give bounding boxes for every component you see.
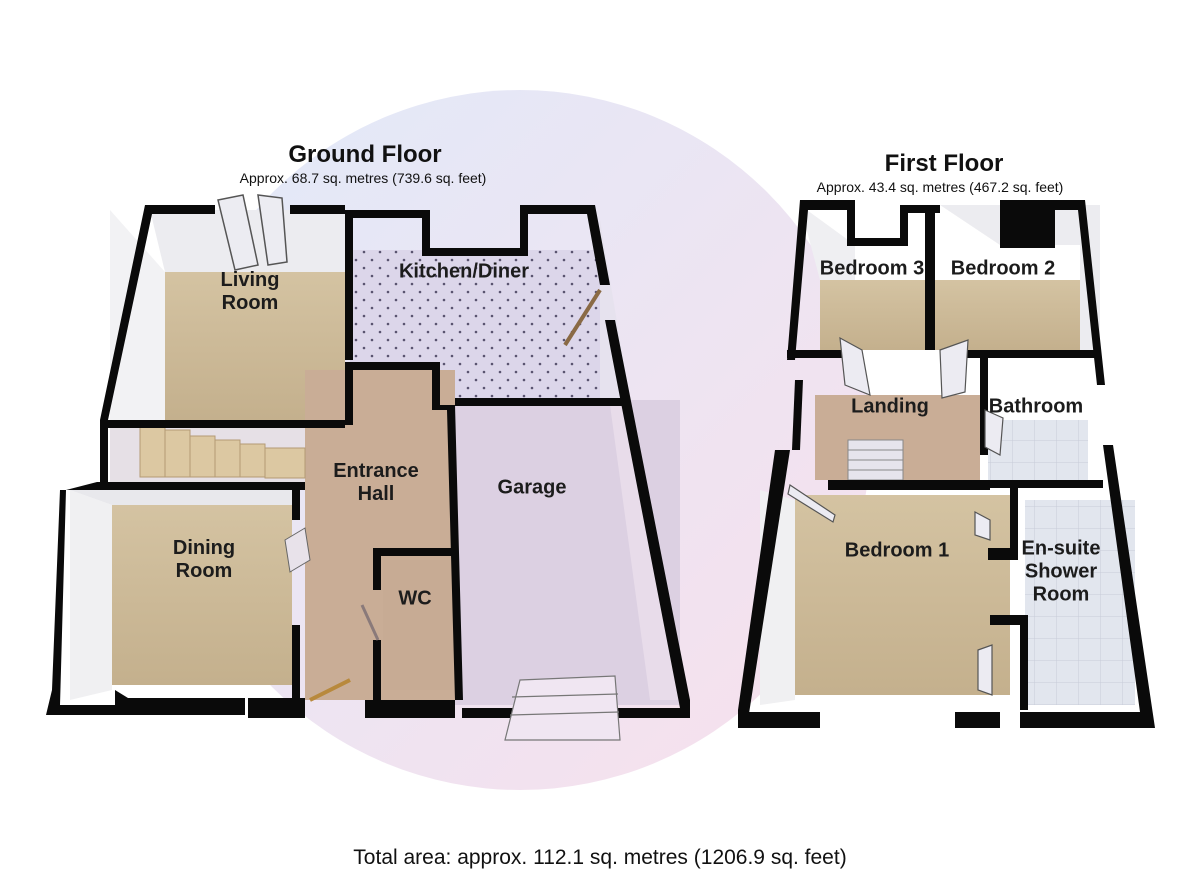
kitchen-door: [563, 288, 602, 347]
ground-floor-stairs: [139, 421, 306, 479]
room-label-bathroom: Bathroom: [988, 395, 1084, 418]
first-floor-doors: [787, 336, 1004, 696]
room-label-bedroom-3: Bedroom 3: [819, 257, 925, 280]
ground-floor-area: Approx. 68.7 sq. metres (739.6 sq. feet): [239, 170, 487, 186]
bedroom-2-floor: [935, 280, 1080, 350]
ground-floor-walls: [46, 205, 690, 718]
front-door: [309, 678, 351, 702]
bathroom-floor: [988, 420, 1088, 482]
dining-door: [284, 527, 311, 573]
wc-floor: [383, 560, 453, 690]
room-label-garage: Garage: [497, 476, 567, 499]
bedroom-3-floor: [820, 280, 930, 350]
room-label-wc: WC: [398, 587, 432, 610]
room-label-landing: Landing: [851, 395, 929, 418]
first-floor-plan: [738, 200, 1155, 728]
room-label-bedroom-1: Bedroom 1: [844, 539, 950, 562]
bedroom-1-floor: [795, 495, 1010, 695]
first-floor-title: First Floor: [884, 150, 1004, 177]
first-floor-area: Approx. 43.4 sq. metres (467.2 sq. feet): [816, 179, 1064, 195]
garage-door: [504, 675, 621, 741]
ground-floor-plan: [46, 194, 690, 741]
ground-floor-title: Ground Floor: [288, 141, 442, 168]
first-floor-walls: [738, 200, 1155, 728]
total-area: Total area: approx. 112.1 sq. metres (12…: [353, 846, 847, 869]
room-label-bedroom-2: Bedroom 2: [950, 257, 1056, 280]
room-label-kitchen-diner: Kitchen/Diner: [398, 260, 530, 283]
patio-doors: [217, 194, 288, 271]
landing-banister: [847, 439, 904, 481]
dining-room-floor: [112, 505, 292, 685]
wc-door: [360, 604, 380, 641]
